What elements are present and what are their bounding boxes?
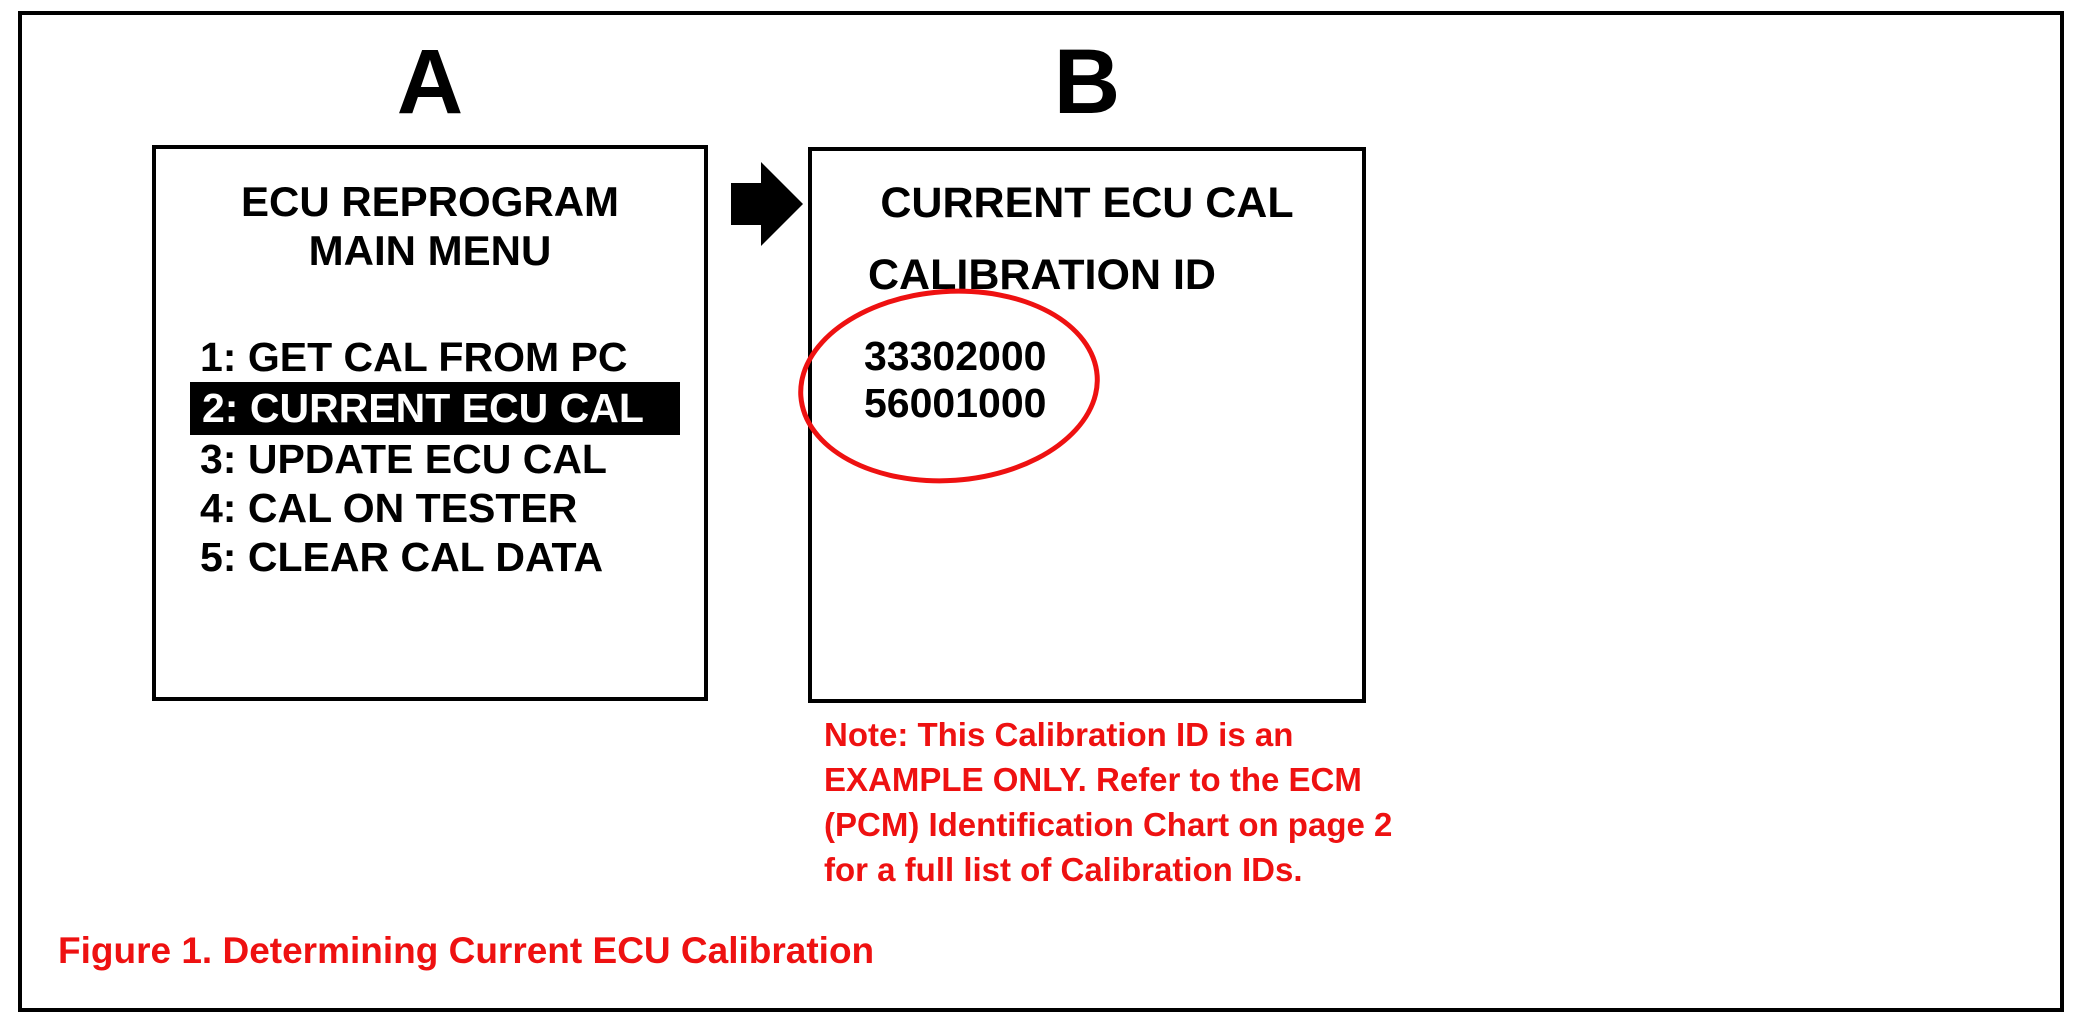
- calibration-id-2: 56001000: [864, 380, 1047, 426]
- menu-item-update-ecu-cal: 3: UPDATE ECU CAL: [200, 436, 607, 482]
- menu-item-clear-cal-data: 5: CLEAR CAL DATA: [200, 534, 604, 580]
- note-line-1: Note: This Calibration ID is an: [824, 716, 1294, 753]
- screen-a-title-line2: MAIN MENU: [308, 227, 552, 274]
- calibration-id-1: 33302000: [864, 333, 1047, 379]
- panel-b-label: B: [1053, 31, 1121, 133]
- screen-a-title-line1: ECU REPROGRAM: [240, 178, 620, 225]
- screen-a-title: ECU REPROGRAM MAIN MENU: [156, 177, 704, 275]
- menu-item-current-ecu-cal-selected: 2: CURRENT ECU CAL: [190, 382, 680, 435]
- panel-b-current-ecu-cal-screen: CURRENT ECU CAL CALIBRATION ID 33302000 …: [791, 147, 1366, 703]
- menu-item-get-cal-from-pc: 1: GET CAL FROM PC: [200, 334, 628, 380]
- note-line-3: (PCM) Identification Chart on page 2: [824, 806, 1393, 843]
- note-line-4: for a full list of Calibration IDs.: [824, 851, 1303, 888]
- note-text: Note: This Calibration ID is an EXAMPLE …: [824, 712, 1392, 892]
- panel-a-ecu-reprogram-screen: ECU REPROGRAM MAIN MENU 1: GET CAL FROM …: [152, 145, 708, 701]
- panel-a-label: A: [396, 31, 464, 133]
- menu-item-cal-on-tester: 4: CAL ON TESTER: [200, 485, 578, 531]
- calibration-id-values: 33302000 56001000: [864, 333, 1046, 427]
- note-line-2: EXAMPLE ONLY. Refer to the ECM: [824, 761, 1362, 798]
- figure-caption: Figure 1. Determining Current ECU Calibr…: [58, 930, 875, 971]
- screen-b-subtitle: CALIBRATION ID: [868, 251, 1216, 299]
- ecu-reprogram-menu: 1: GET CAL FROM PC 2: CURRENT ECU CAL 3:…: [156, 333, 704, 582]
- right-arrow-icon: [731, 162, 803, 246]
- screen-b-title: CURRENT ECU CAL: [880, 179, 1294, 227]
- red-highlight-ellipse: [791, 278, 1107, 494]
